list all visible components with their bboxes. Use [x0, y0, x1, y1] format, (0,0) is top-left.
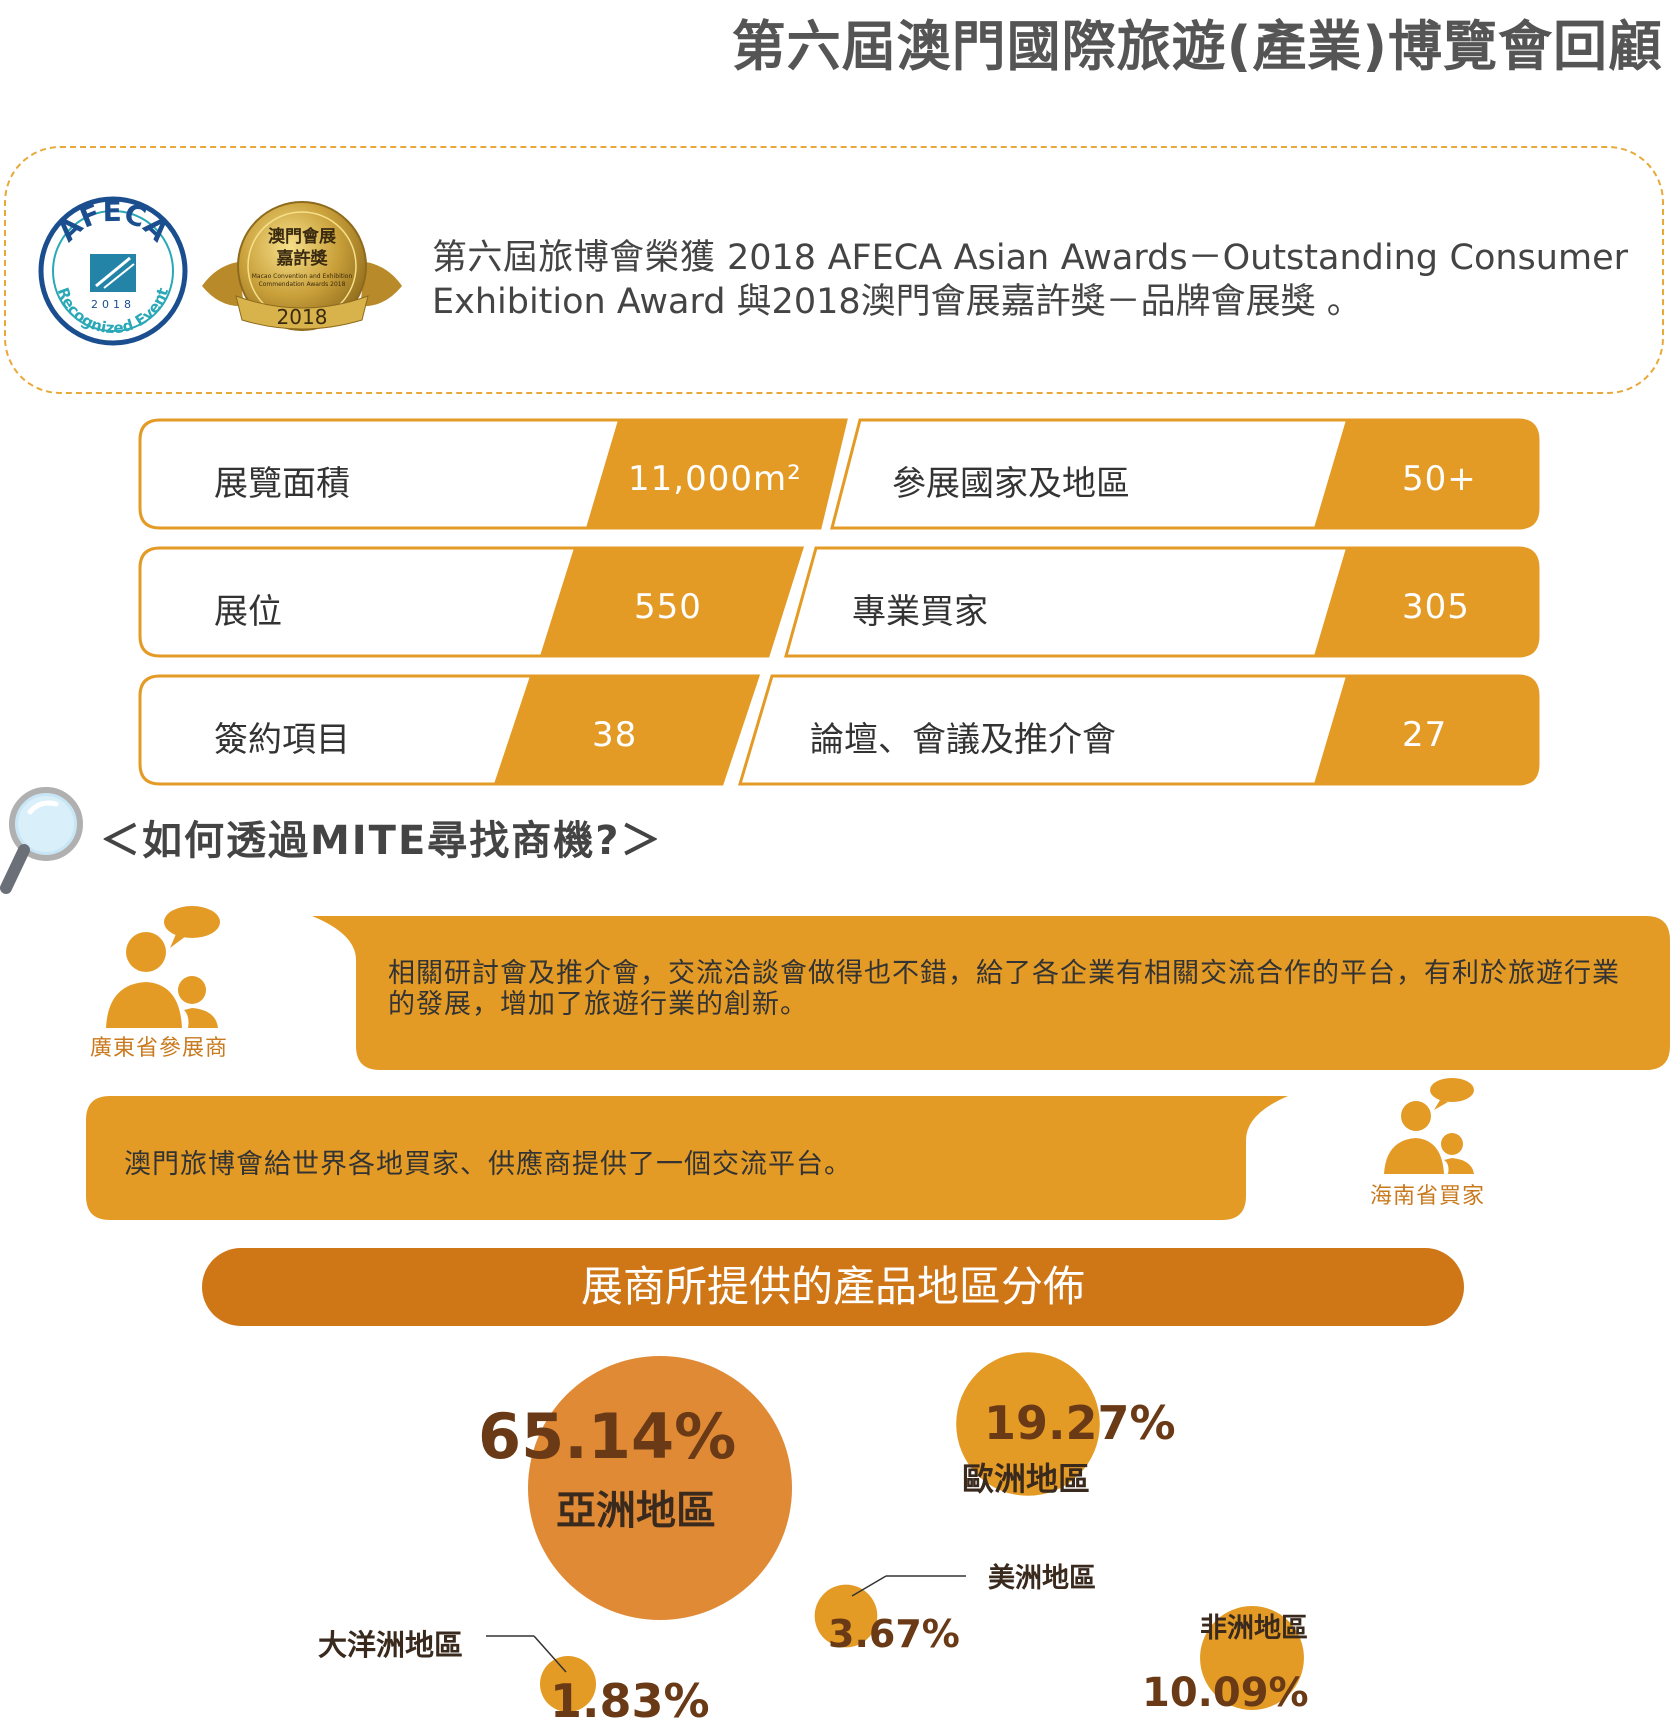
medal-title-line1: 澳門會展	[268, 226, 336, 247]
medal-logo: 澳門會展 嘉許獎 Macao Convention and Exhibition…	[202, 201, 402, 331]
label-oceania: 大洋洲地區	[318, 1628, 464, 1662]
stat-label-forums: 論壇、會議及推介會	[810, 720, 1116, 760]
quote-bubbles	[86, 916, 1670, 1220]
afeca-year: 2018	[91, 298, 135, 311]
stats-panels	[138, 418, 1540, 786]
bubble-africa	[1200, 1606, 1304, 1710]
stat-label-buyers: 專業買家	[852, 592, 988, 632]
label-africa: 非洲地區	[1200, 1613, 1308, 1644]
award-box	[4, 146, 1664, 394]
medal-title-line2: 嘉許獎	[276, 248, 329, 269]
quote1-bubble	[312, 916, 1670, 1070]
stat-value-countries: 50+	[1402, 459, 1477, 499]
stat-label-booths: 展位	[214, 592, 282, 632]
stat-fill-projects	[494, 676, 758, 784]
distribution-title: 展商所提供的產品地區分佈	[580, 1262, 1085, 1311]
section-title: ＜如何透過MITE尋找商機?＞	[100, 818, 663, 864]
quote1-speaker: 廣東省參展商	[90, 1036, 229, 1061]
quote2-speaker: 海南省買家	[1370, 1184, 1486, 1209]
medal-year: 2018	[277, 305, 328, 329]
stat-value-forums: 27	[1402, 715, 1448, 755]
award-text-line2: Exhibition Award 與2018澳門會展嘉許獎－品牌會展獎 。	[432, 282, 1362, 322]
pct-oceania: 1.83%	[550, 1674, 710, 1728]
stat-value-booths: 550	[634, 587, 702, 627]
quote2-bubble	[86, 1096, 1288, 1220]
quote2-text: 澳門旅博會給世界各地買家、供應商提供了一個交流平台。	[124, 1149, 852, 1180]
bubble-europe	[956, 1352, 1100, 1496]
stat-value-projects: 38	[592, 715, 638, 755]
stat-fill-forums	[1314, 676, 1538, 784]
label-europe: 歐洲地區	[962, 1460, 1091, 1498]
magnifier-icon	[0, 787, 83, 894]
label-asia: 亞洲地區	[556, 1488, 716, 1534]
person-speech-icon	[106, 906, 220, 1028]
pct-americas: 3.67%	[828, 1612, 960, 1656]
pct-asia: 65.14%	[478, 1400, 737, 1473]
person-speech-icon	[1384, 1078, 1474, 1174]
distribution-title-bar: 展商所提供的產品地區分佈	[202, 1248, 1464, 1326]
leader-line-americas	[851, 1575, 887, 1597]
medal-sub2: Commendation Awards 2018	[259, 281, 346, 288]
pct-europe: 19.27%	[984, 1396, 1176, 1450]
stat-label-countries: 參展國家及地區	[892, 464, 1130, 504]
stat-label-area: 展覽面積	[214, 464, 350, 504]
bubble-asia	[528, 1356, 792, 1620]
bubble-americas	[814, 1584, 878, 1648]
stat-value-area: 11,000m²	[628, 459, 802, 499]
stat-value-buyers: 305	[1402, 587, 1470, 627]
quote1-text: 相關研討會及推介會，交流洽談會做得也不錯，給了各企業有相關交流合作的平台，有利於…	[388, 958, 1620, 1020]
label-americas: 美洲地區	[988, 1563, 1096, 1594]
award-text-line1: 第六屆旅博會榮獲 2018 AFECA Asian Awards－Outstan…	[432, 238, 1628, 278]
medal-sub1: Macao Convention and Exhibition	[252, 273, 353, 280]
stat-fill-buyers	[1314, 548, 1538, 656]
award-text: 第六屆旅博會榮獲 2018 AFECA Asian Awards－Outstan…	[432, 236, 1628, 324]
stat-fill-countries	[1314, 420, 1538, 528]
page-title: 第六屆澳門國際旅遊(產業)博覽會回顧	[731, 15, 1663, 78]
pct-africa: 10.09%	[1142, 1670, 1309, 1716]
afeca-logo: AFECA Recognized Event 2018	[38, 196, 188, 346]
leader-line-oceania	[533, 1635, 567, 1673]
bubble-oceania	[540, 1656, 596, 1712]
stat-fill-area	[586, 420, 846, 528]
stat-label-projects: 簽約項目	[214, 720, 350, 760]
stat-fill-booths	[540, 548, 802, 656]
region-bubble-chart	[486, 1352, 1304, 1712]
